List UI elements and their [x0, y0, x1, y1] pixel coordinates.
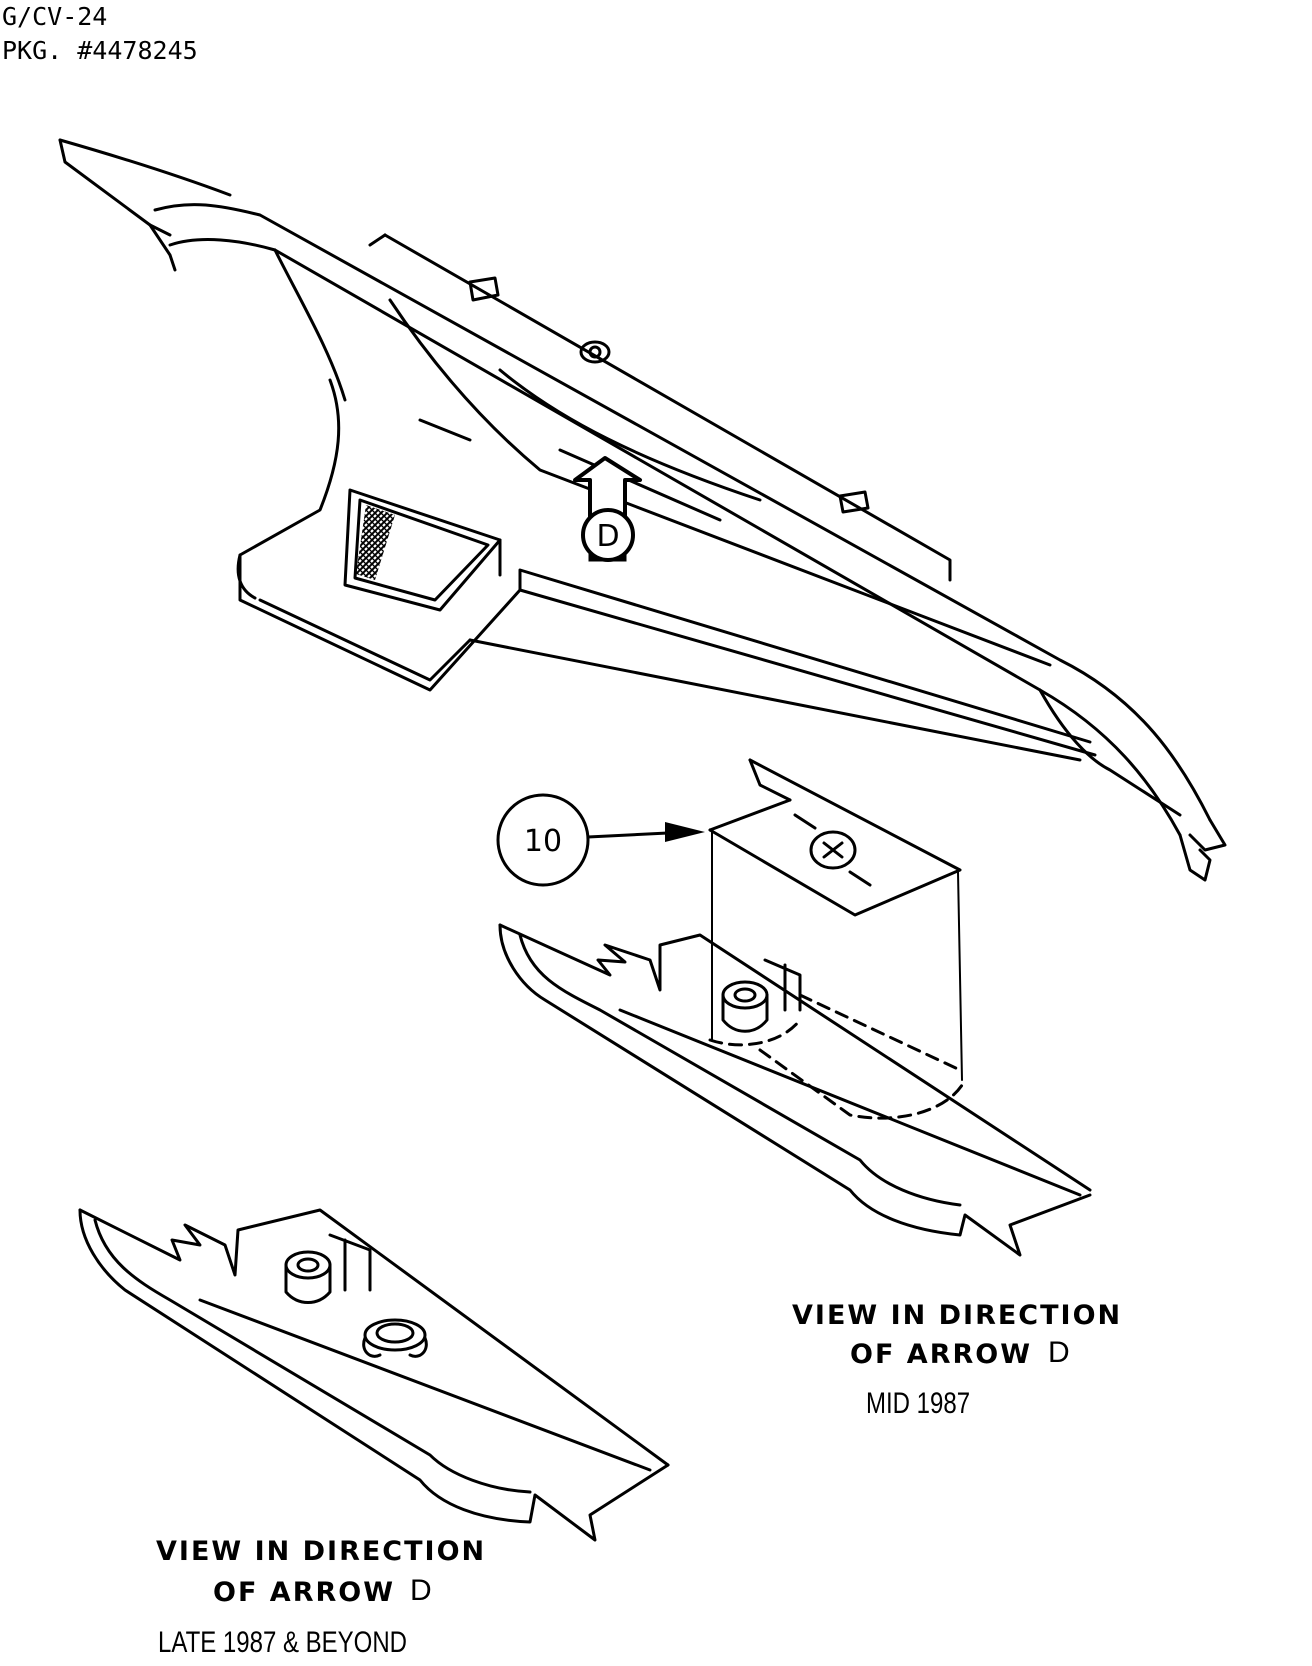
speaker-grille: [356, 505, 395, 580]
arrow-letter: D: [596, 519, 619, 554]
view-date-late: LATE 1987 & BEYOND: [158, 1626, 407, 1659]
item-callout: [496, 793, 705, 887]
view-arrow-icon: [573, 456, 642, 562]
mid-1987-detail: [498, 758, 1092, 1257]
view-caption-late-line2: OF ARROW: [213, 1577, 396, 1608]
view-date-mid: MID 1987: [866, 1387, 971, 1420]
package-number: PKG. #4478245: [2, 36, 198, 65]
late-1987-detail: [78, 1208, 670, 1542]
view-caption-mid-line2: OF ARROW: [850, 1339, 1033, 1370]
view-caption-late-line1: VIEW IN DIRECTION: [156, 1536, 487, 1567]
item-number: 10: [524, 824, 562, 859]
drawing-id: G/CV-24: [2, 2, 108, 31]
view-caption-late-arrow: D: [410, 1574, 432, 1607]
view-caption-mid-arrow: D: [1048, 1336, 1070, 1369]
trim-panel: [58, 138, 1227, 882]
view-caption-mid-line1: VIEW IN DIRECTION: [792, 1300, 1123, 1331]
